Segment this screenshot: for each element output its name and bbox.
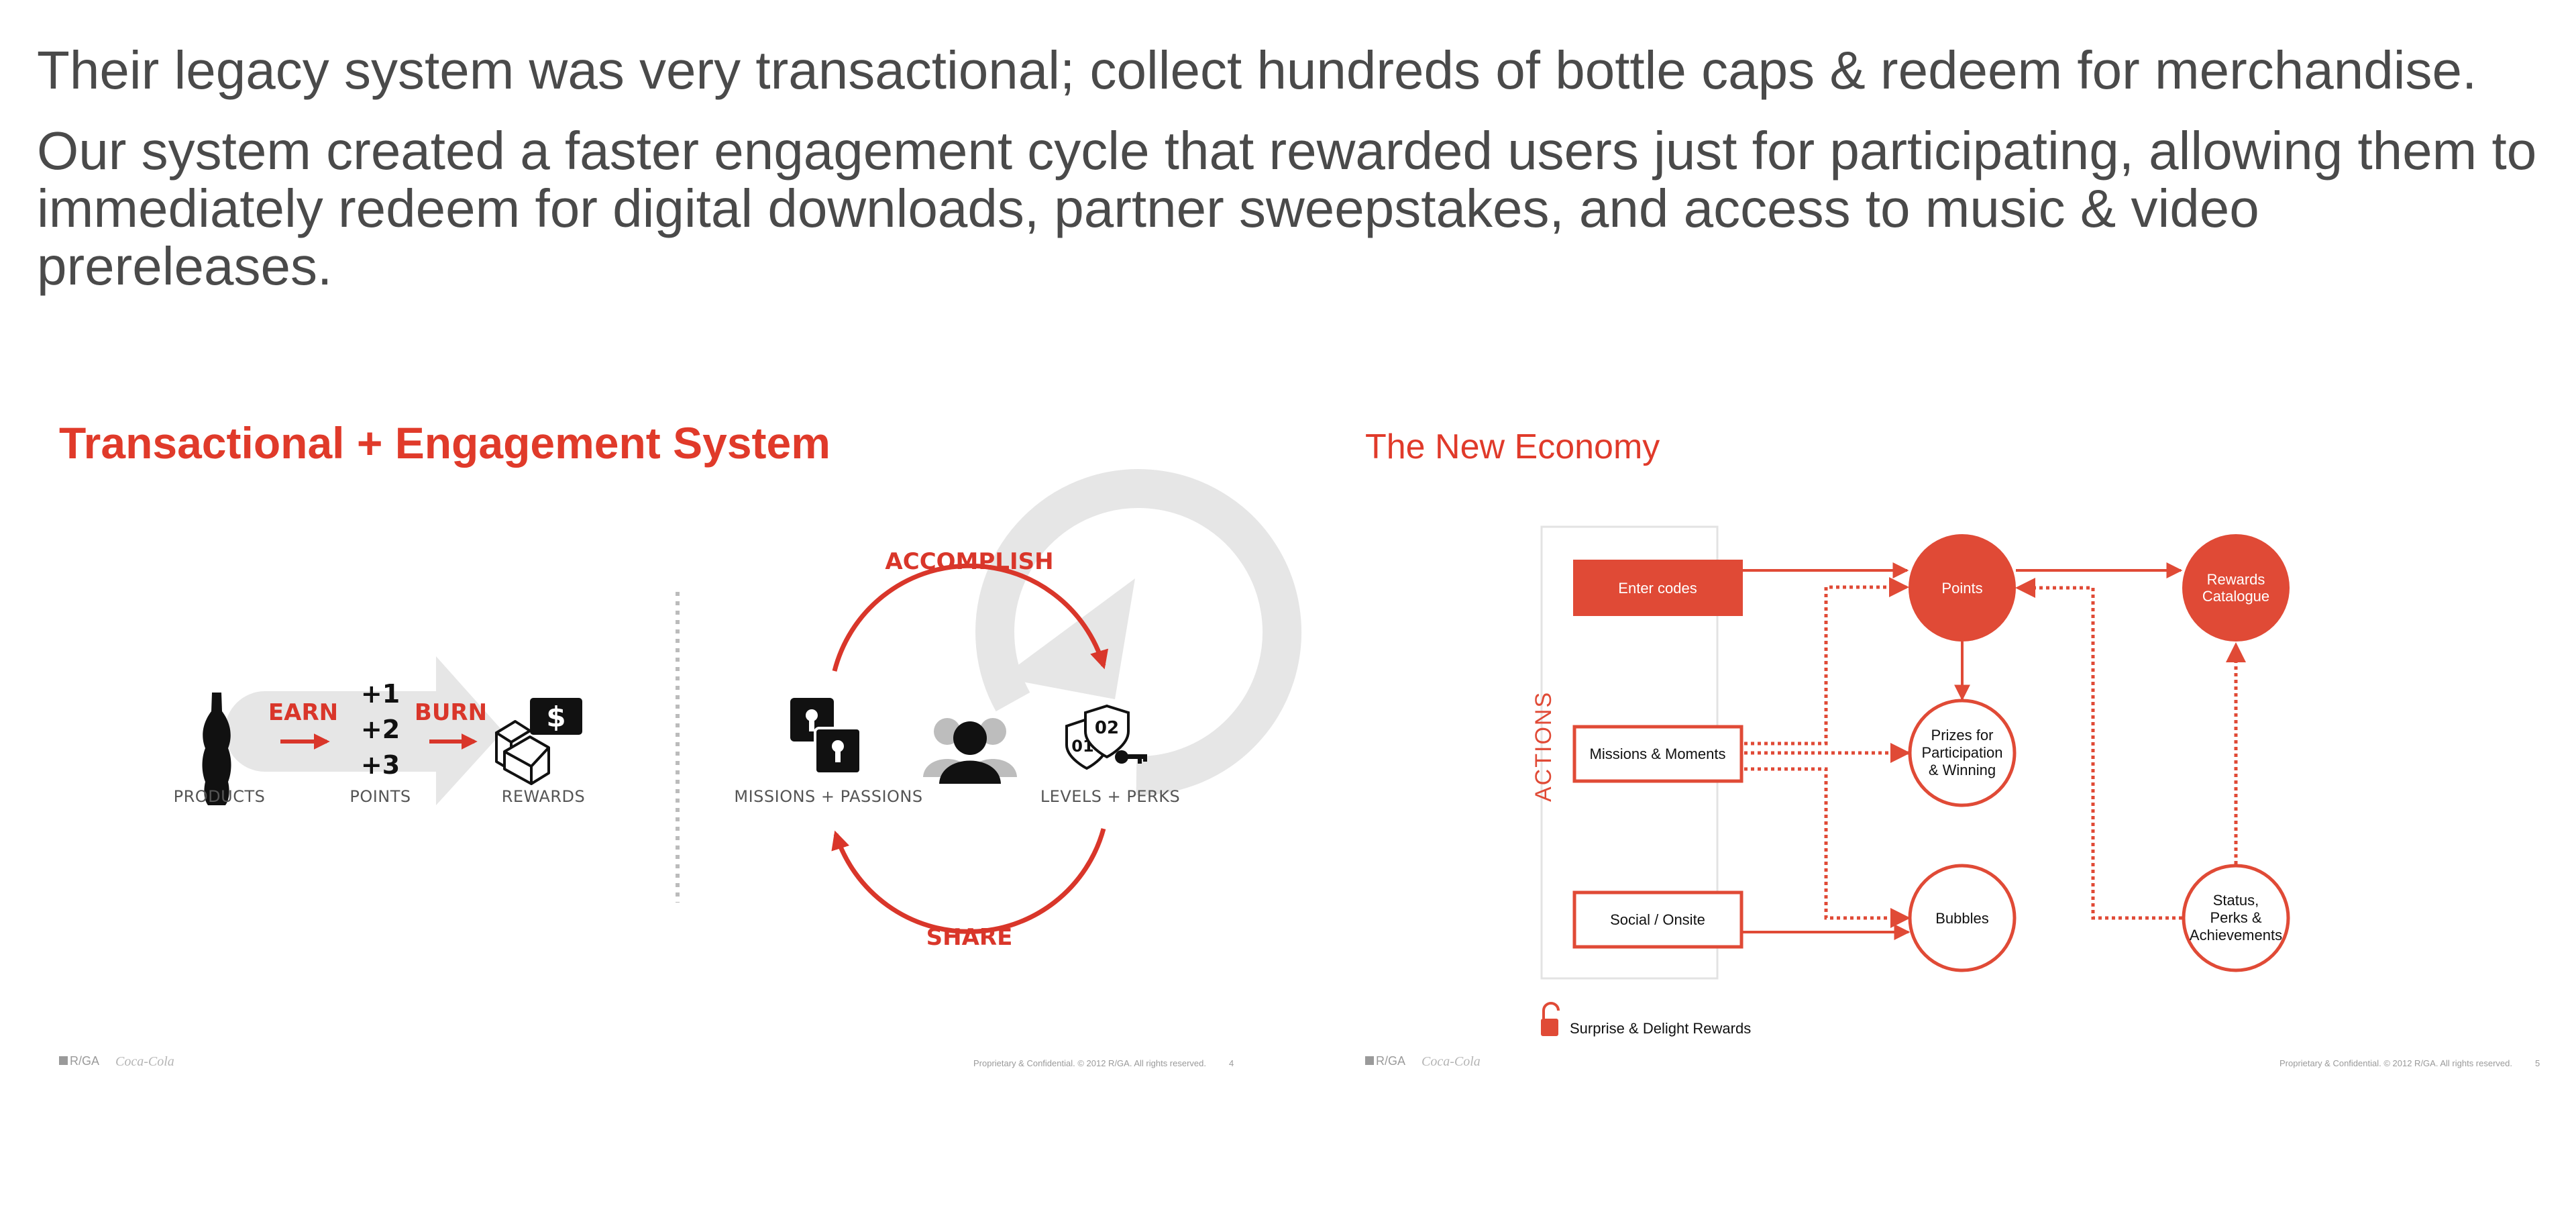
enter-codes-text: Enter codes xyxy=(1618,580,1697,597)
missions-lock-icon xyxy=(790,698,862,775)
products-label: PRODUCTS xyxy=(174,787,266,806)
engagement-cycle xyxy=(831,469,1302,934)
status-node: Status, Perks & Achievements xyxy=(2182,864,2290,972)
slide-2: The New Economy ACTIONS Enter codes Miss… xyxy=(1365,427,2540,1069)
unlock-icon xyxy=(1542,1002,1560,1019)
coke-logo: Coca-Cola xyxy=(115,1054,174,1069)
points-node: Points xyxy=(1909,534,2016,642)
missions-text: Missions & Moments xyxy=(1590,746,1726,762)
status-to-points-arrow xyxy=(2015,578,2182,920)
dotted-connectors xyxy=(1744,577,2246,928)
missions-to-bubbles-arrow xyxy=(1744,767,1911,928)
slide2-title: The New Economy xyxy=(1365,427,1660,466)
points-value-1: +1 xyxy=(361,679,400,709)
burn-label: BURN xyxy=(415,699,487,726)
slide1-footer: Proprietary & Confidential. © 2012 R/GA.… xyxy=(973,1058,1206,1068)
rga-logo: R/GA xyxy=(70,1054,99,1068)
earn-label: EARN xyxy=(268,699,338,726)
rewards-label: REWARDS xyxy=(502,787,586,806)
badge-02: 02 xyxy=(1095,718,1119,738)
legend-text: Surprise & Delight Rewards xyxy=(1570,1020,1751,1037)
intro-line-2: Our system created a faster engagement c… xyxy=(37,122,2559,295)
missions-label: MISSIONS + PASSIONS xyxy=(734,787,922,806)
intro-line-2b: immediately redeem for digital downloads… xyxy=(37,178,2259,296)
levels-label: LEVELS + PERKS xyxy=(1040,787,1180,806)
intro-line-1: Their legacy system was very transaction… xyxy=(37,40,2477,100)
bottle-icon xyxy=(202,693,231,805)
intro-line-2a: Our system created a faster engagement c… xyxy=(37,121,2537,181)
points-label: POINTS xyxy=(350,787,411,806)
prizes-node: Prizes for Participation & Winning xyxy=(1908,699,2017,807)
status-text-1: Status, xyxy=(2213,892,2259,909)
slide1-title: Transactional + Engagement System xyxy=(59,418,830,468)
share-arc-arrow xyxy=(831,828,1106,934)
points-flow-arrow xyxy=(225,656,503,805)
accomplish-arc-arrow xyxy=(832,563,1109,672)
accomplish-label: ACCOMPLISH xyxy=(885,548,1053,575)
missions-to-points-arrow xyxy=(1744,577,1909,746)
rga-logo-square xyxy=(59,1056,68,1065)
points-value-2: +2 xyxy=(361,715,400,744)
surprise-delight-legend: Surprise & Delight Rewards xyxy=(1541,1002,1751,1037)
missions-box: Missions & Moments xyxy=(1572,725,1743,783)
points-value-3: +3 xyxy=(361,750,400,780)
rga-logo-square-2 xyxy=(1365,1056,1374,1065)
rga-logo-2: R/GA xyxy=(1376,1054,1405,1068)
slide2-page-number: 5 xyxy=(2535,1058,2540,1068)
coke-logo-2: Coca-Cola xyxy=(1421,1054,1481,1069)
solid-connectors xyxy=(1743,562,2183,940)
rewards-node: Rewards Catalogue xyxy=(2182,534,2290,642)
bubbles-node: Bubbles xyxy=(1908,864,2017,972)
social-box: Social / Onsite xyxy=(1572,890,1743,949)
prizes-text-1: Prizes for xyxy=(1931,727,1994,744)
bubbles-text: Bubbles xyxy=(1935,910,1989,927)
social-text: Social / Onsite xyxy=(1610,911,1705,928)
slide2-footer: Proprietary & Confidential. © 2012 R/GA.… xyxy=(2279,1058,2512,1068)
slide-1: Transactional + Engagement System EARN +… xyxy=(59,418,1302,1069)
rewards-text-2: Catalogue xyxy=(2202,588,2269,605)
dollar-sign: $ xyxy=(546,701,566,733)
rewards-text-1: Rewards xyxy=(2207,571,2265,588)
actions-label: ACTIONS xyxy=(1531,691,1556,802)
status-text-2: Perks & xyxy=(2210,909,2261,926)
points-text: Points xyxy=(1941,580,1982,597)
status-text-3: Achievements xyxy=(2190,927,2282,943)
enter-codes-box: Enter codes xyxy=(1573,560,1743,616)
prizes-text-3: & Winning xyxy=(1929,762,1996,778)
share-label: SHARE xyxy=(926,924,1013,951)
rewards-box-icon: $ xyxy=(495,698,582,785)
prizes-text-2: Participation xyxy=(1921,744,2002,761)
people-icon xyxy=(923,718,1017,784)
levels-badge-icon: 01 02 xyxy=(1065,704,1147,770)
slide1-page-number: 4 xyxy=(1229,1058,1234,1068)
